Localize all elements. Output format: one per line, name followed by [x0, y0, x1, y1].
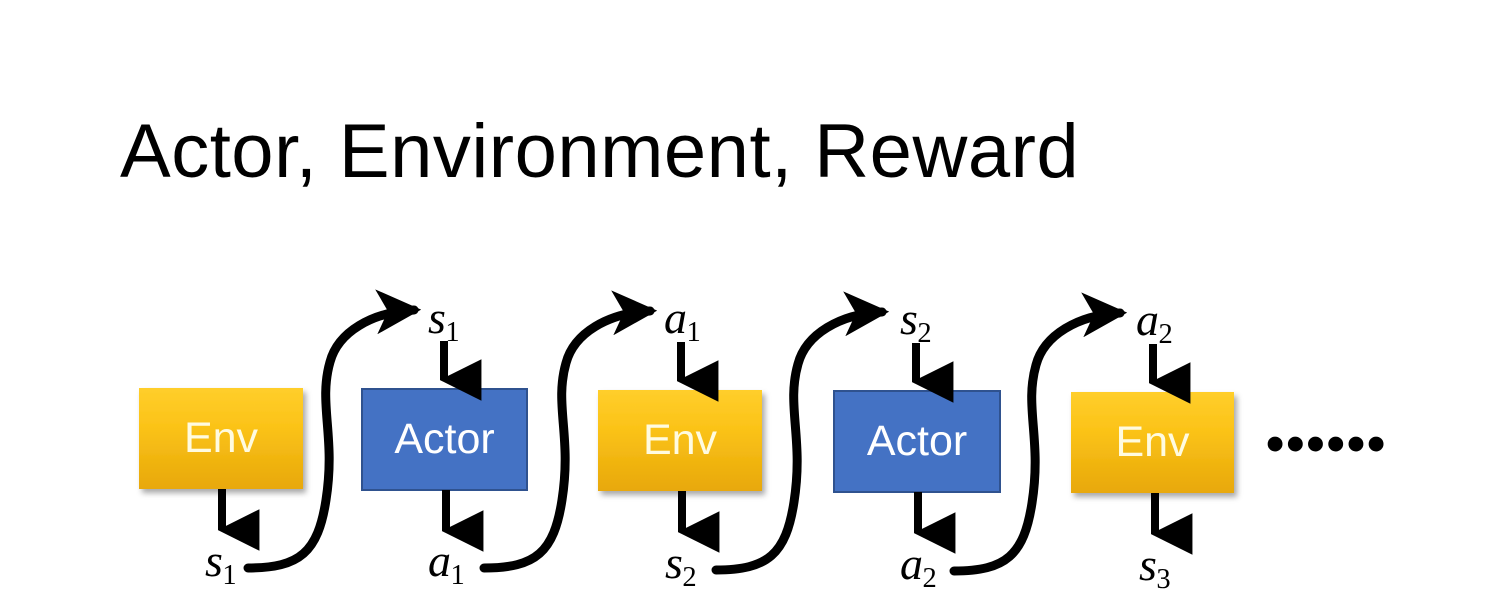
box-env-1[interactable]: [139, 388, 303, 489]
node-boxes: [139, 388, 1234, 493]
ellipsis-continuation: ••••••: [1266, 415, 1388, 473]
curve-s2-to-actor: [711, 291, 890, 575]
curve-s1-to-actor: [243, 289, 422, 573]
page-title: Actor, Environment, Reward: [120, 109, 1080, 194]
box-label-env-2[interactable]: Env: [598, 390, 762, 491]
label-state-s1-bottom: s1: [205, 538, 237, 591]
box-label-env-1[interactable]: Env: [139, 388, 303, 489]
symbol: s: [1139, 539, 1157, 590]
env-3-text: Env: [1115, 418, 1190, 466]
symbol: s: [900, 293, 918, 344]
label-state-s1-top: s1: [428, 295, 460, 348]
subscript: 1: [686, 316, 701, 348]
down-arrows-out-of-boxes: [217, 489, 1193, 555]
box-env-2[interactable]: [598, 390, 762, 491]
label-state-s3-bottom: s3: [1139, 542, 1171, 595]
symbol: a: [428, 535, 451, 586]
symbol: s: [205, 535, 223, 586]
symbol: a: [900, 538, 923, 589]
actor-2-text: Actor: [866, 417, 968, 465]
actor-1-text: Actor: [394, 415, 495, 463]
env-1-text: Env: [183, 414, 259, 462]
subscript: 1: [222, 559, 237, 591]
curve-a1-to-env: [479, 290, 658, 573]
subscript: 2: [922, 562, 937, 594]
subscript: 2: [1158, 318, 1173, 350]
label-state-s2-top: s2: [900, 296, 932, 349]
box-label-actor-1[interactable]: Actor: [362, 389, 527, 490]
subscript: 3: [1156, 563, 1171, 595]
subscript: 1: [450, 559, 465, 591]
label-action-a1-top: a1: [664, 295, 701, 348]
box-label-actor-2[interactable]: Actor: [834, 391, 1000, 492]
env-2-text: Env: [642, 416, 718, 464]
subscript: 1: [445, 316, 460, 348]
subscript: 2: [917, 317, 932, 349]
down-arrows-into-boxes: [439, 341, 1191, 404]
label-state-s2-bottom: s2: [665, 540, 697, 593]
symbol: a: [1136, 294, 1159, 345]
subscript: 2: [682, 561, 697, 593]
box-env-3[interactable]: [1071, 392, 1234, 493]
label-action-a1-bottom: a1: [428, 538, 465, 591]
label-action-a2-bottom: a2: [900, 541, 937, 594]
box-label-env-3[interactable]: Env: [1071, 392, 1234, 493]
symbol: a: [664, 292, 687, 343]
symbol: s: [428, 292, 446, 343]
symbol: s: [665, 537, 683, 588]
label-action-a2-top: a2: [1136, 297, 1173, 350]
curve-a2-to-env: [949, 292, 1128, 576]
feedback-curves: [243, 289, 1128, 576]
